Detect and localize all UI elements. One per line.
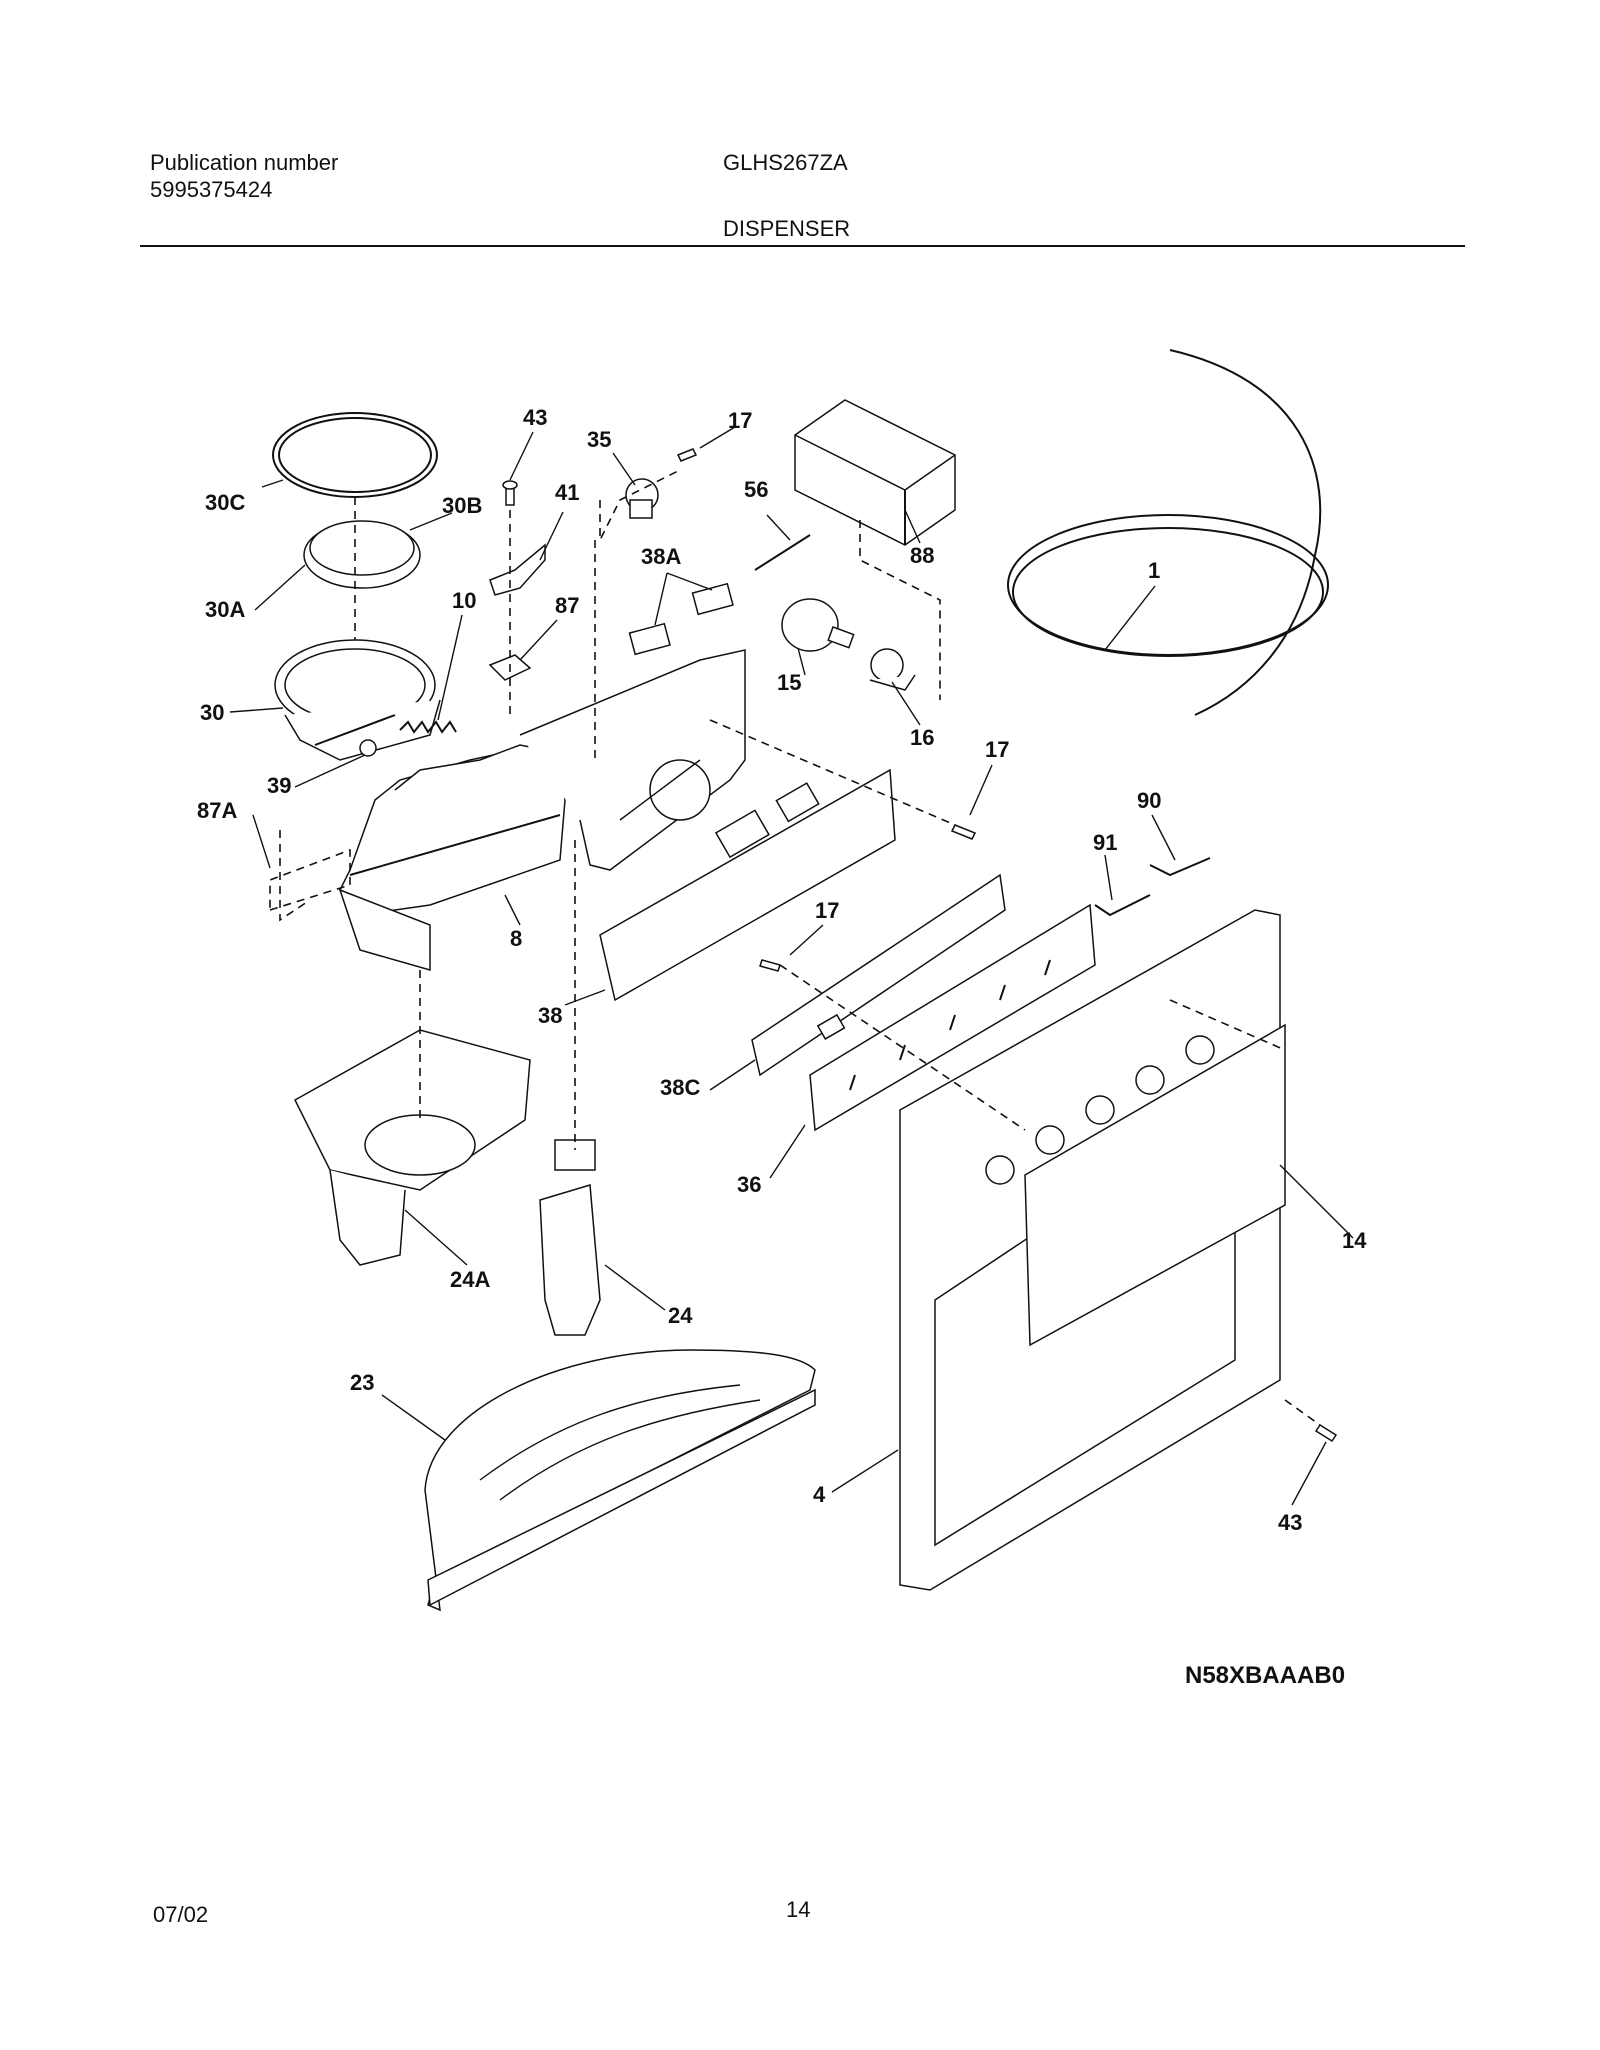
part-43-screw-top (502, 480, 518, 506)
part-43-screw-right (1314, 1423, 1338, 1443)
header-rule (140, 245, 1465, 247)
part-38-board (599, 768, 896, 1002)
callout-56: 56 (744, 477, 768, 502)
callout-30c: 30C (205, 490, 245, 515)
part-88-box (794, 399, 956, 546)
callout-35: 35 (587, 427, 611, 452)
part-35-switch (625, 478, 659, 519)
callout-90: 90 (1137, 788, 1161, 813)
part-8-chute-body (338, 744, 566, 971)
callout-24: 24 (668, 1303, 693, 1328)
callout-1: 1 (1148, 558, 1160, 583)
callout-30a: 30A (205, 597, 245, 622)
part-10-spring (399, 720, 457, 734)
callout-10: 10 (452, 588, 476, 613)
assembly-lines (269, 469, 1321, 1426)
callout-88: 88 (910, 543, 934, 568)
part-38c-board (751, 873, 1006, 1077)
callout-23: 23 (350, 1370, 374, 1395)
callout-17-mid: 17 (985, 737, 1009, 762)
diagram-code: N58XBAAAB0 (1185, 1662, 1345, 1689)
part-41-bracket (489, 543, 546, 596)
part-23-tray (424, 1349, 816, 1612)
part-56-rod (754, 534, 811, 571)
publication-label: Publication number (150, 150, 339, 175)
part-17-screw-a (676, 448, 698, 462)
callout-43-top: 43 (523, 405, 547, 430)
part-17-screw-c (759, 959, 781, 972)
callout-30: 30 (200, 700, 224, 725)
model-number: GLHS267ZA (723, 150, 848, 175)
callout-15: 15 (777, 670, 801, 695)
callout-labels: 43 35 17 30C 41 30B 56 88 1 38A 30A 10 8… (197, 405, 1367, 1689)
callout-41: 41 (555, 480, 579, 505)
callout-38: 38 (538, 1003, 562, 1028)
callout-17-top: 17 (728, 408, 752, 433)
part-14-overlay (1024, 1023, 1286, 1347)
publication-number: 5995375424 (150, 177, 273, 202)
callout-43-right: 43 (1278, 1510, 1302, 1535)
part-24a-chute (294, 1029, 531, 1266)
part-91-actuator (1094, 894, 1151, 917)
callout-17-low: 17 (815, 898, 839, 923)
part-38a-switch-a (628, 622, 671, 656)
callout-87a: 87A (197, 798, 237, 823)
callout-14: 14 (1342, 1228, 1367, 1253)
part-90-actuator (1149, 857, 1211, 877)
callout-24a: 24A (450, 1267, 490, 1292)
section-title: DISPENSER (723, 216, 851, 241)
callout-8: 8 (510, 926, 522, 951)
part-15-bulb (781, 598, 855, 652)
part-8-housing (519, 649, 746, 871)
part-30-housing (274, 639, 441, 761)
part-38a-switch-b (691, 582, 734, 616)
part-36-button-bar (809, 903, 1096, 1132)
callout-91: 91 (1093, 830, 1117, 855)
footer-page-number: 14 (786, 1897, 811, 1922)
callout-4: 4 (813, 1482, 826, 1507)
part-24-flapper (539, 1139, 601, 1336)
part-30b-lens (303, 520, 421, 589)
callout-39: 39 (267, 773, 291, 798)
callout-38c: 38C (660, 1075, 700, 1100)
callout-36: 36 (737, 1172, 761, 1197)
part-17-screw-b (950, 824, 977, 840)
callout-38a: 38A (641, 544, 681, 569)
footer-date: 07/02 (153, 1902, 209, 1927)
leader-lines (229, 426, 1354, 1506)
part-30c-gasket (272, 412, 438, 498)
callout-87: 87 (555, 593, 579, 618)
callout-30b: 30B (442, 493, 482, 518)
callout-16: 16 (910, 725, 934, 750)
part-1-tube (1007, 349, 1329, 716)
